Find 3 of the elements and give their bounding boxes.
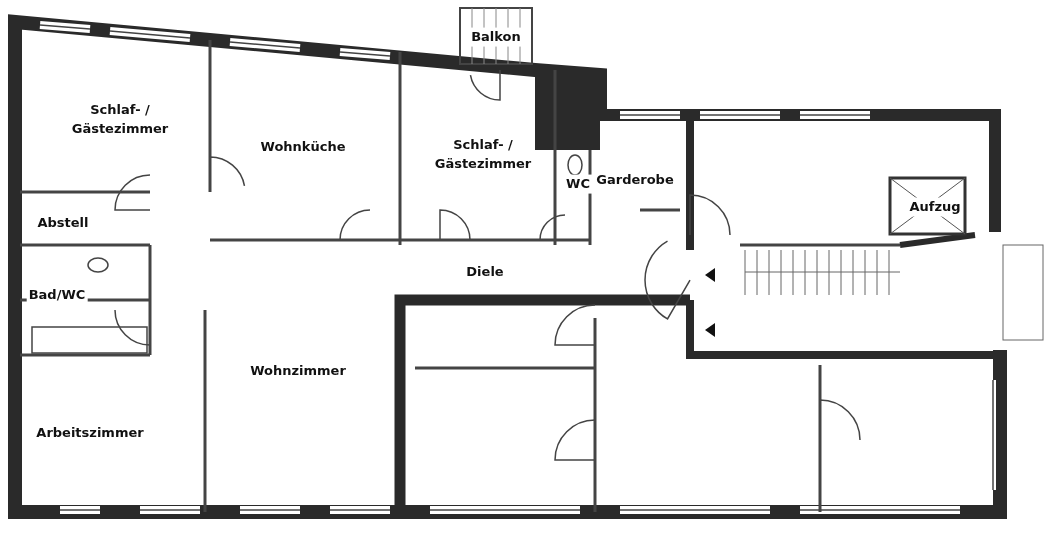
room-label: Aufzug (907, 197, 963, 217)
room-label: Balkon (469, 27, 523, 47)
room-label: WC (564, 174, 592, 194)
